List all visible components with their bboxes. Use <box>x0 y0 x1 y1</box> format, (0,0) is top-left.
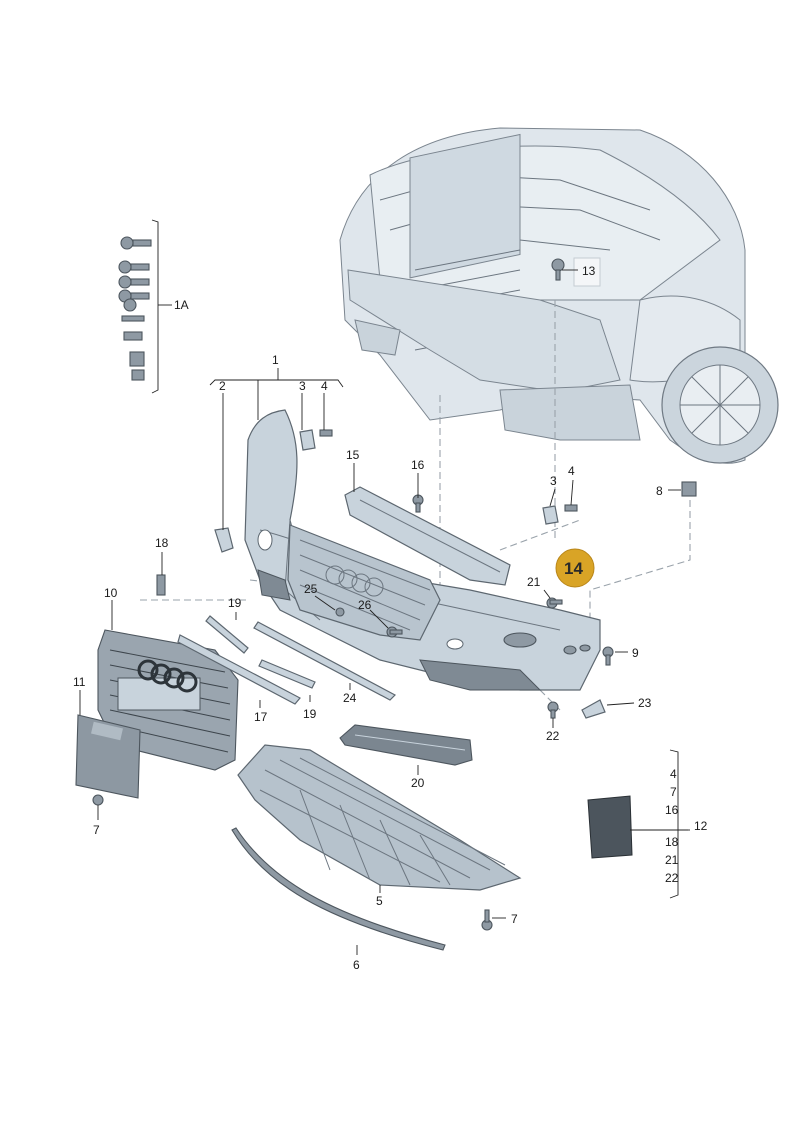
label-26: 26 <box>358 598 372 612</box>
label-14: 14 <box>564 559 583 578</box>
trim-strips <box>177 615 396 705</box>
label-11: 11 <box>73 675 86 689</box>
label-23: 23 <box>638 696 652 710</box>
label-24: 24 <box>343 691 357 705</box>
cover-cap-part-23 <box>581 699 606 719</box>
label-12: 12 <box>694 819 708 833</box>
label-5: 5 <box>376 894 383 908</box>
kit-list-item-2: 7 <box>670 785 677 799</box>
label-7-lower: 7 <box>511 912 518 926</box>
lower-panel-part-5 <box>237 744 522 891</box>
kit-list-item-6: 22 <box>665 871 679 885</box>
grille-frame <box>287 524 441 641</box>
fastener-kit-1a <box>118 219 172 394</box>
label-3-right: 3 <box>550 474 557 488</box>
tow-cap-part-2 <box>214 527 234 553</box>
label-7-left: 7 <box>93 823 100 837</box>
label-1: 1 <box>272 353 279 367</box>
label-1a: 1A <box>174 298 189 312</box>
kit-bag-part-12 <box>587 749 690 899</box>
label-17: 17 <box>254 710 268 724</box>
kit-list-item-4: 18 <box>665 835 679 849</box>
label-16: 16 <box>411 458 425 472</box>
label-19-top: 19 <box>228 596 242 610</box>
screw-part-7-lower <box>481 909 493 931</box>
plate-bracket-part-11 <box>75 714 141 806</box>
absorber-part-15 <box>344 486 511 586</box>
highlight-badge-14[interactable] <box>555 548 595 588</box>
bolt-part-13 <box>551 257 601 287</box>
label-21: 21 <box>527 575 541 589</box>
leader-lines <box>79 269 681 955</box>
label-8: 8 <box>656 484 663 498</box>
label-3-left: 3 <box>299 379 306 393</box>
screws-small <box>335 597 614 719</box>
label-19-bottom: 19 <box>303 707 317 721</box>
label-4-left: 4 <box>321 379 328 393</box>
clip-part-18 <box>156 574 166 596</box>
bracket-parts-3-4-left <box>299 429 333 451</box>
part-number-labels: 1 1A 2 3 4 15 16 3 4 8 13 14 21 25 26 9 … <box>73 264 708 972</box>
nut-part-8 <box>681 481 697 497</box>
label-22: 22 <box>546 729 560 743</box>
kit-list-item-1: 4 <box>670 767 677 781</box>
label-10: 10 <box>104 586 118 600</box>
label-6: 6 <box>353 958 360 972</box>
kit-list-item-5: 21 <box>665 853 679 867</box>
lower-strip-part-6 <box>231 827 446 951</box>
label-4-right: 4 <box>568 464 575 478</box>
label-25: 25 <box>304 582 318 596</box>
group-bracket-1 <box>209 368 344 388</box>
label-15: 15 <box>346 448 360 462</box>
label-2: 2 <box>219 379 226 393</box>
label-20: 20 <box>411 776 425 790</box>
kit-list-item-3: 16 <box>665 803 679 817</box>
car-front-illustration <box>339 127 779 464</box>
label-18: 18 <box>155 536 169 550</box>
bracket-parts-3-4-right <box>542 504 578 525</box>
fog-grille-part-20 <box>339 724 473 766</box>
label-13: 13 <box>582 264 596 278</box>
label-9: 9 <box>632 646 639 660</box>
